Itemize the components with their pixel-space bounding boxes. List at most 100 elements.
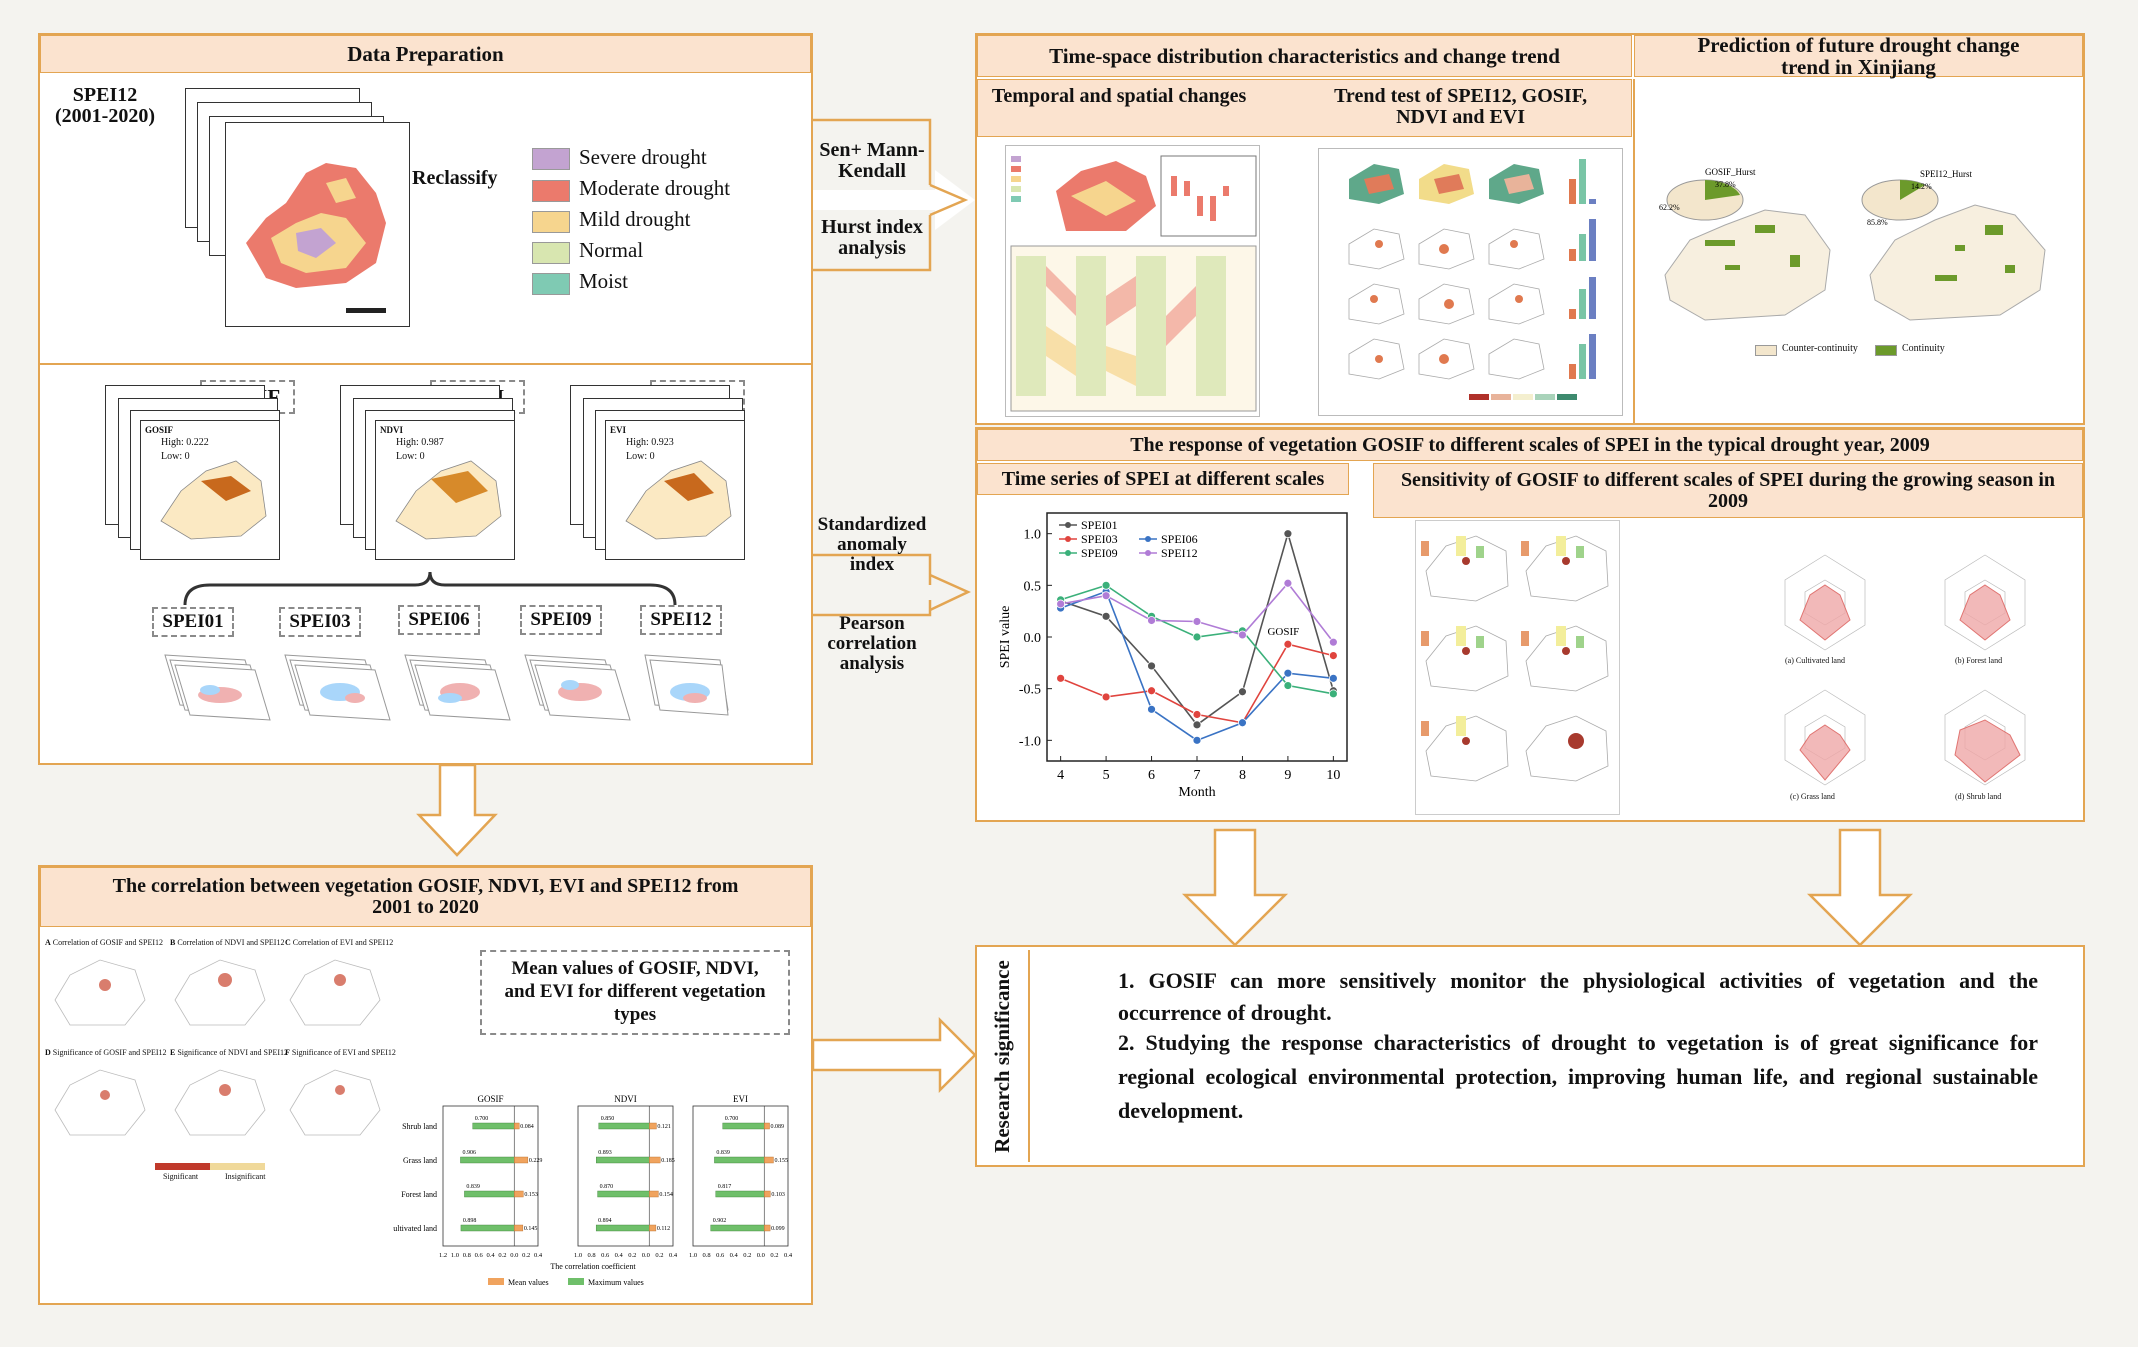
legend-max-label: Maximum values bbox=[588, 1278, 644, 1287]
y-tick-label: -1.0 bbox=[1019, 734, 1041, 749]
point-spei06 bbox=[1192, 735, 1202, 745]
map-c-title: C Correlation of EVI and SPEI12 bbox=[285, 938, 394, 947]
legend-label-moist: Moist bbox=[579, 269, 629, 293]
point-spei03 bbox=[1101, 692, 1111, 702]
legend-label-normal: Normal bbox=[579, 238, 644, 262]
ndvi-map-shape bbox=[395, 460, 502, 540]
evi-map-shape bbox=[625, 460, 732, 540]
method-standardized-anomaly: Standardized anomaly index bbox=[817, 514, 927, 575]
map-d-title: D Significance of GOSIF and SPEI12 bbox=[45, 1048, 167, 1057]
bar-tick-label: 1.0 bbox=[574, 1252, 582, 1259]
x-tick-label: 10 bbox=[1326, 768, 1340, 783]
point-spei12 bbox=[1101, 591, 1111, 601]
legend-label-counter-continuity: Counter-continuity bbox=[1782, 343, 1858, 354]
ndvi-map: NDVI High: 0.987 Low: 0 bbox=[375, 420, 515, 560]
point-spei03 bbox=[1147, 686, 1156, 696]
prediction-divider bbox=[1633, 79, 1635, 423]
legend-label-spei01: SPEI01 bbox=[1081, 518, 1118, 532]
point-spei06 bbox=[1147, 704, 1156, 714]
mean-bar bbox=[649, 1224, 657, 1232]
bar-tick-label: 0.2 bbox=[743, 1252, 751, 1259]
y-tick-label: -0.5 bbox=[1019, 683, 1041, 698]
radar-label-shrub: (d) Shrub land bbox=[1955, 792, 2002, 801]
research-point-2: 2. Studying the response characteristics… bbox=[1118, 1030, 2038, 1124]
bar-panel-frame bbox=[577, 1105, 674, 1247]
radar-charts-figure: (a) Cultivated land (b) Forest land (c) … bbox=[1745, 540, 2075, 808]
max-bar bbox=[714, 1156, 765, 1164]
legend-label-moderate: Moderate drought bbox=[579, 176, 731, 200]
bar-tick-label: 0.6 bbox=[475, 1252, 484, 1259]
sensitivity-maps-figure bbox=[1415, 520, 1620, 815]
spei06-label: SPEI06 bbox=[398, 605, 480, 635]
point-spei12 bbox=[1147, 616, 1156, 625]
bar-panel-frame bbox=[442, 1105, 539, 1247]
mean-bar-label: 0.154 bbox=[659, 1192, 673, 1198]
point-spei12 bbox=[1283, 578, 1293, 588]
research-significance-label: Research significance bbox=[990, 959, 1015, 1153]
max-bar bbox=[460, 1224, 515, 1232]
point-spei03 bbox=[1192, 710, 1202, 719]
mean-bar-label: 0.089 bbox=[771, 1124, 785, 1130]
radar-label-cultivated: (a) Cultivated land bbox=[1785, 656, 1845, 665]
point-spei03 bbox=[1056, 673, 1066, 683]
max-bar bbox=[595, 1224, 650, 1232]
research-divider bbox=[1028, 950, 1030, 1162]
bar-tick-label: 0.0 bbox=[510, 1252, 518, 1259]
mean-values-box: Mean values of GOSIF, NDVI, and EVI for … bbox=[480, 950, 790, 1035]
prediction-thumbnail: 62.2% 37.8% GOSIF_Hurst SPEI12_Hurst 85.… bbox=[1659, 167, 2046, 321]
point-spei06 bbox=[1328, 673, 1338, 683]
point-spei09 bbox=[1192, 632, 1202, 642]
max-bar bbox=[715, 1190, 765, 1198]
legend-mean-label: Mean values bbox=[508, 1278, 549, 1287]
bar-tick-label: 0.8 bbox=[463, 1252, 471, 1259]
map-e-title: E Significance of NDVI and SPEI12 bbox=[170, 1048, 288, 1057]
mean-bar bbox=[649, 1190, 659, 1198]
time-space-title: Time-space distribution characteristics … bbox=[977, 35, 1632, 77]
spei12-hurst-pct-b: 85.8% bbox=[1867, 218, 1888, 227]
bar-tick-label: 0.2 bbox=[498, 1252, 506, 1259]
evi-map-legend-name: EVI bbox=[610, 425, 627, 435]
map-b-title: B Correlation of NDVI and SPEI12 bbox=[170, 938, 285, 947]
max-bar-label: 0.898 bbox=[463, 1218, 477, 1224]
research-significance-label-wrap: Research significance bbox=[980, 950, 1025, 1162]
x-tick-label: 8 bbox=[1239, 768, 1246, 783]
point-spei12 bbox=[1328, 637, 1338, 647]
map-a-title: A Correlation of GOSIF and SPEI12 bbox=[45, 938, 163, 947]
x-tick-label: 4 bbox=[1057, 768, 1064, 783]
mean-bar bbox=[764, 1156, 774, 1164]
max-bar bbox=[597, 1190, 650, 1198]
research-point-1: 1. GOSIF can more sensitively monitor th… bbox=[1118, 968, 2038, 1025]
xinjiang-drought-map bbox=[246, 163, 386, 313]
bar-panel-title-gosif: GOSIF bbox=[477, 1094, 503, 1104]
point-spei12 bbox=[1192, 617, 1202, 626]
mean-bar bbox=[764, 1122, 770, 1130]
point-spei01 bbox=[1283, 529, 1293, 539]
temporal-spatial-subtitle: Temporal and spatial changes bbox=[991, 85, 1247, 107]
bar-tick-label: 1.0 bbox=[451, 1252, 459, 1259]
max-bar bbox=[596, 1156, 650, 1164]
time-space-subheader: Temporal and spatial changes Trend test … bbox=[977, 79, 1632, 137]
gosif-hurst-label: GOSIF_Hurst bbox=[1705, 167, 1756, 177]
max-bar bbox=[710, 1224, 765, 1232]
x-axis-label: Month bbox=[1178, 785, 1215, 800]
y-tick-label: 0.0 bbox=[1024, 631, 1042, 646]
bar-tick-label: 0.2 bbox=[522, 1252, 530, 1259]
sig-legend-significant: Significant bbox=[163, 1172, 199, 1181]
legend-swatch-continuity bbox=[1875, 345, 1897, 356]
brace-connector bbox=[183, 571, 677, 606]
mean-bar-label: 0.112 bbox=[657, 1226, 670, 1232]
point-spei01 bbox=[1192, 720, 1202, 730]
mean-bar bbox=[514, 1156, 529, 1164]
point-spei01 bbox=[1238, 687, 1247, 697]
x-tick-label: 9 bbox=[1284, 768, 1291, 783]
mean-bar bbox=[514, 1122, 520, 1130]
gosif-map: GOSIF High: 0.222 Low: 0 bbox=[140, 420, 280, 560]
bar-panel-title-evi: EVI bbox=[733, 1094, 748, 1104]
legend-label-spei12: SPEI12 bbox=[1161, 546, 1198, 560]
legend-swatch-moderate bbox=[532, 180, 570, 202]
max-bar-label: 0.902 bbox=[713, 1218, 727, 1224]
bar-tick-label: 0.0 bbox=[757, 1252, 765, 1259]
mean-bar bbox=[514, 1224, 524, 1232]
